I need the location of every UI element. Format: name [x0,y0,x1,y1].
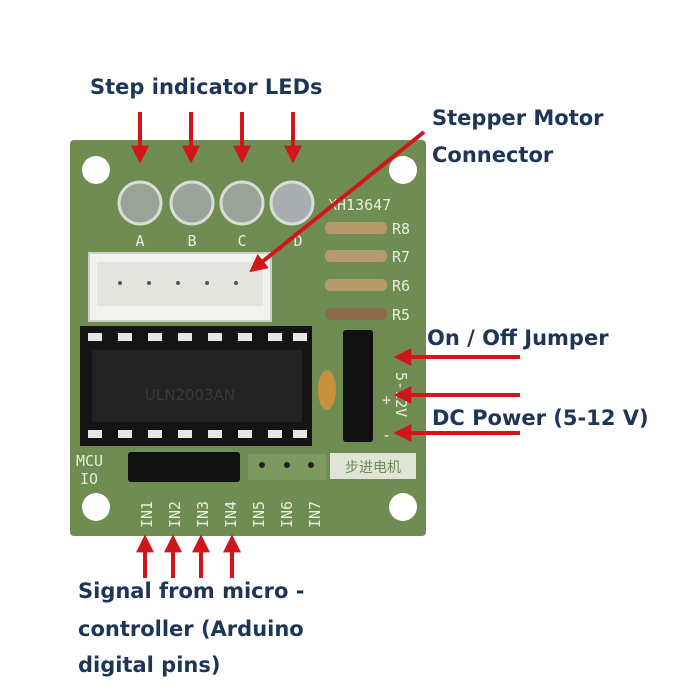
resistor-label-r5: R5 [392,306,410,324]
chinese-label: 步进电机 [345,460,401,476]
motor-connector [88,252,272,322]
input-label-in2: IN2 [166,501,184,528]
power-jumper [343,330,373,442]
led-a [117,180,163,226]
input-label-in1: IN1 [138,501,156,528]
label-connector-2: Connector [432,143,554,167]
label-connector-1: Stepper Motor [432,106,604,130]
input-label-in5: IN5 [250,501,268,528]
input-label-in7: IN7 [306,501,324,528]
led-d [269,180,315,226]
label-power: DC Power (5-12 V) [432,406,649,430]
led-letter-c: C [237,232,246,250]
input-label-in4: IN4 [222,501,240,528]
led-b [169,180,215,226]
arrow-connector [249,130,426,273]
driver-chip: ULN2003AN [80,326,312,446]
label-step-leds: Step indicator LEDs [90,75,323,99]
input-label-in3: IN3 [194,501,212,528]
led-row [117,180,315,226]
io-label: IO [80,470,98,488]
led-letter-a: A [135,232,144,250]
input-labels: IN1 IN2 IN3 IN4 IN5 IN6 IN7 [138,501,324,528]
chip-marking: ULN2003AN [145,386,235,404]
led-letter-b: B [187,232,196,250]
input-pin-header [128,452,240,482]
mounting-holes [82,156,417,521]
resistors [325,222,387,320]
power-plus-mark: + [382,391,391,409]
mcu-label: MCU [76,452,103,470]
label-signal-3: digital pins) [78,653,220,677]
power-minus-mark: - [382,426,391,444]
label-signal-2: controller (Arduino [78,617,304,641]
part-code: XH13647 [328,196,391,214]
resistor-label-r8: R8 [392,220,410,238]
capacitor [318,370,336,410]
label-jumper: On / Off Jumper [427,326,609,350]
chinese-label-box [330,453,416,479]
annotation-arrows [131,112,520,578]
led-c [219,180,265,226]
resistor-label-r6: R6 [392,277,410,295]
label-signal-1: Signal from micro - [78,579,304,603]
input-label-in6: IN6 [278,501,296,528]
resistor-label-r7: R7 [392,248,410,266]
led-letter-d: D [293,232,302,250]
